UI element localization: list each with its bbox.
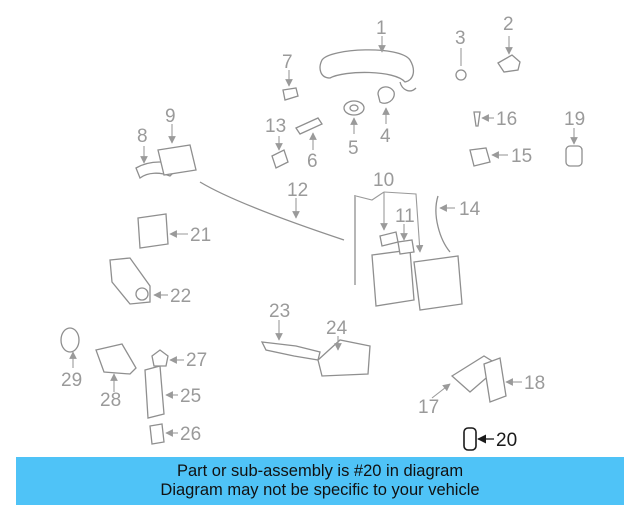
callout-26: 26 xyxy=(180,424,201,445)
part-23-link xyxy=(260,320,321,361)
part-4-cam xyxy=(377,86,395,124)
part-20-plug xyxy=(463,427,494,451)
part-7-spring-clip xyxy=(282,70,299,101)
callout-9: 9 xyxy=(165,106,176,127)
part-27-nut xyxy=(151,349,184,367)
callout-21: 21 xyxy=(190,225,211,246)
part-13-clip xyxy=(271,136,289,169)
callout-15: 15 xyxy=(511,146,532,167)
callout-14: 14 xyxy=(459,199,481,220)
callout-25: 25 xyxy=(180,386,201,407)
part-24-cover xyxy=(317,336,371,377)
part-28-boot xyxy=(95,343,137,392)
callout-6: 6 xyxy=(307,151,318,172)
callout-13: 13 xyxy=(265,116,286,137)
callout-20: 20 xyxy=(496,430,517,451)
callout-5: 5 xyxy=(348,138,359,159)
callout-18: 18 xyxy=(524,373,545,394)
callout-8: 8 xyxy=(137,126,148,147)
banner-line-2: Diagram may not be specific to your vehi… xyxy=(160,481,480,499)
info-banner: Part or sub-assembly is #20 in diagram D… xyxy=(16,457,624,505)
callout-3: 3 xyxy=(455,28,466,49)
callout-16: 16 xyxy=(496,109,517,130)
part-26-plug xyxy=(149,423,178,445)
callout-1: 1 xyxy=(376,18,387,39)
part-1-outside-handle xyxy=(319,36,417,92)
part-15-bumper xyxy=(469,147,508,167)
part-21-bracket xyxy=(137,213,188,249)
part-22-plate xyxy=(109,257,168,305)
part-19-grommet xyxy=(565,128,583,167)
part-12-rod xyxy=(199,181,345,241)
part-14-rod xyxy=(435,195,455,253)
callout-10: 10 xyxy=(373,170,394,191)
banner-line-1: Part or sub-assembly is #20 in diagram xyxy=(176,462,464,480)
part-18-hinge-plate xyxy=(483,357,522,403)
callout-27: 27 xyxy=(186,350,207,371)
callout-4: 4 xyxy=(380,126,391,147)
part-3-washer xyxy=(455,48,467,81)
callout-24: 24 xyxy=(326,318,348,339)
part-9-bezel xyxy=(157,124,197,176)
part-5-bushing xyxy=(343,100,365,134)
callout-19: 19 xyxy=(564,109,585,130)
part-10-latch xyxy=(354,191,463,311)
part-2-lock-cylinder xyxy=(497,36,521,73)
callout-11: 11 xyxy=(395,206,415,227)
callout-12: 12 xyxy=(287,180,308,201)
callout-2: 2 xyxy=(503,14,514,35)
callout-7: 7 xyxy=(282,52,293,73)
callout-29: 29 xyxy=(61,370,82,391)
callout-17: 17 xyxy=(418,397,439,418)
part-25-escutcheon xyxy=(144,365,178,419)
callout-22: 22 xyxy=(170,286,191,307)
part-6-clip xyxy=(295,117,323,150)
callout-23: 23 xyxy=(269,301,290,322)
part-16-screw xyxy=(473,111,494,127)
callout-28: 28 xyxy=(100,390,121,411)
parts-diagram: 1 2 3 4 5 6 7 8 9 xyxy=(60,14,585,451)
part-11-actuator xyxy=(397,224,415,255)
part-29-grommet xyxy=(60,327,80,368)
